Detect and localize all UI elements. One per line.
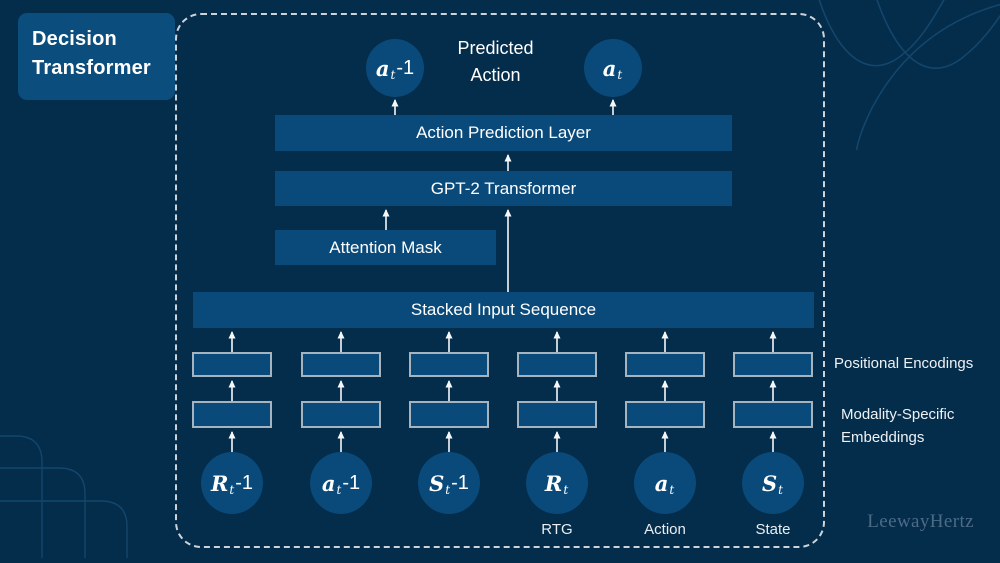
modality-embedding-box	[301, 401, 381, 428]
token-symbol: a	[654, 470, 669, 496]
modality-embedding-box	[192, 401, 272, 428]
token-symbol: a	[321, 470, 336, 496]
attention-mask-bar: Attention Mask	[275, 230, 496, 265]
modality-embedding-box	[409, 401, 489, 428]
token-symbol: R	[544, 470, 563, 496]
diagram-title: Decision Transformer	[18, 13, 175, 100]
predicted-action-label: Predicted Action	[457, 38, 534, 85]
token-subscript: t	[445, 483, 451, 497]
token-suffix: -1	[342, 471, 361, 494]
token-subscript: t	[336, 483, 342, 497]
token-subscript: t	[563, 483, 569, 497]
positional-encoding-box	[301, 352, 381, 377]
token-suffix: -1	[451, 471, 469, 494]
modality-embeddings-label: Modality-Specific Embeddings	[841, 403, 954, 450]
token-symbol: a	[375, 55, 390, 81]
positional-encodings-label: Positional Encodings	[834, 355, 974, 372]
positional-encoding-box	[517, 352, 597, 377]
action-prediction-layer-label: Action Prediction Layer	[416, 123, 591, 142]
token-type-label: State	[755, 521, 791, 538]
attention-mask-label: Attention Mask	[329, 237, 442, 257]
token-suffix: -1	[396, 56, 415, 79]
gpt2-transformer-label: GPT-2 Transformer	[430, 178, 577, 198]
watermark: LeewayHertz	[867, 511, 974, 532]
token-symbol: S	[429, 470, 445, 496]
modality-embedding-box	[625, 401, 705, 428]
corner-decoration	[0, 415, 170, 563]
token-subscript: t	[229, 483, 235, 497]
token-symbol: a	[602, 55, 617, 81]
modality-embedding-box	[517, 401, 597, 428]
positional-encoding-box	[733, 352, 813, 377]
positional-encoding-box	[192, 352, 272, 377]
token-type-label: RTG	[541, 521, 573, 538]
diagram-frame	[175, 13, 825, 548]
token-subscript: t	[390, 68, 396, 82]
positional-encoding-box	[409, 352, 489, 377]
token-subscript: t	[778, 483, 783, 497]
token-symbol: S	[762, 470, 778, 496]
token-type-label: Action	[644, 521, 686, 538]
token-subscript: t	[617, 68, 623, 82]
action-prediction-layer-bar: Action Prediction Layer	[275, 115, 732, 151]
positional-encoding-box	[625, 352, 705, 377]
modality-embeddings-line2: Embeddings	[841, 429, 925, 447]
gpt2-transformer-bar: GPT-2 Transformer	[275, 171, 732, 206]
token-subscript: t	[669, 483, 675, 497]
modality-embedding-box	[733, 401, 813, 428]
wave-decoration	[800, 0, 1000, 183]
token-suffix: -1	[235, 471, 254, 494]
stacked-input-sequence-bar: Stacked Input Sequence	[193, 292, 814, 328]
token-symbol: R	[210, 470, 229, 496]
modality-embeddings-line1: Modality-Specific	[841, 406, 955, 423]
diagram-title-label: Decision Transformer	[32, 28, 151, 79]
stacked-input-sequence-label: Stacked Input Sequence	[410, 300, 597, 319]
